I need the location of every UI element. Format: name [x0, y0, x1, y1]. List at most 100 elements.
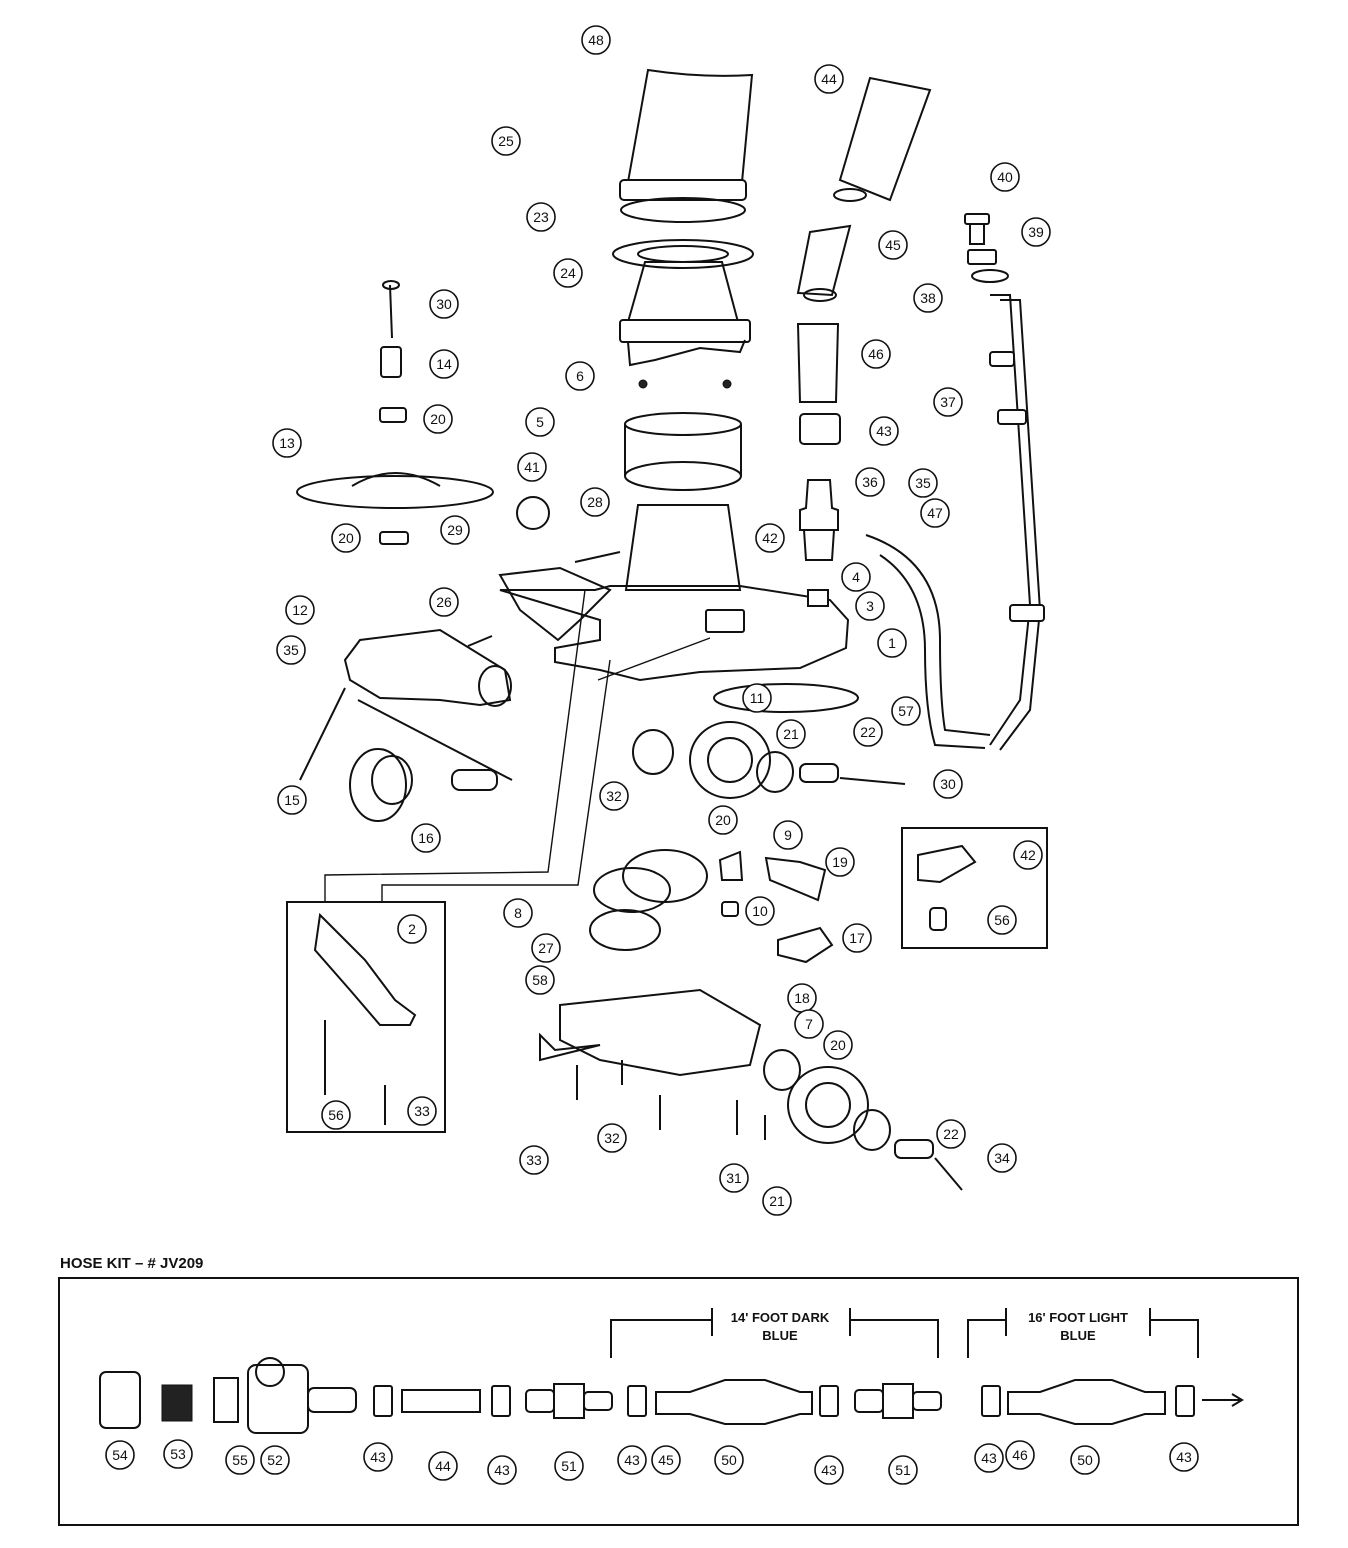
- callout-20: 20: [423, 404, 453, 434]
- bracket-dark-blue: 14' FOOT DARK BLUE: [610, 1308, 939, 1358]
- callout-number: 19: [832, 854, 848, 870]
- hose-kit-frame: [58, 1277, 1299, 1526]
- callout-number: 9: [784, 827, 792, 843]
- callout-number: 40: [997, 169, 1013, 185]
- kit-callout-43: 43: [363, 1442, 393, 1472]
- callout-number: 30: [436, 296, 452, 312]
- callout-number: 7: [805, 1016, 813, 1032]
- kit-callout-45: 45: [651, 1445, 681, 1475]
- kit-callout-number: 50: [1077, 1452, 1093, 1468]
- callout-35: 35: [276, 635, 306, 665]
- callout-9: 9: [773, 820, 803, 850]
- callout-29: 29: [440, 515, 470, 545]
- callout-35: 35: [908, 468, 938, 498]
- callout-14: 14: [429, 349, 459, 379]
- callout-13: 13: [272, 428, 302, 458]
- bracket-light-line2: BLUE: [1060, 1328, 1096, 1343]
- callout-22: 22: [853, 717, 883, 747]
- callout-number: 5: [536, 414, 544, 430]
- hose-kit-parts: [99, 1357, 1244, 1434]
- callout-number: 4: [852, 569, 860, 585]
- callout-number: 32: [606, 788, 622, 804]
- callout-24: 24: [553, 258, 583, 288]
- callout-number: 23: [533, 209, 549, 225]
- bracket-dark-line1: 14' FOOT DARK: [731, 1310, 830, 1325]
- callout-number: 3: [866, 598, 874, 614]
- callout-40: 40: [990, 162, 1020, 192]
- callout-number: 58: [532, 972, 548, 988]
- callout-45: 45: [878, 230, 908, 260]
- callout-number: 10: [752, 903, 768, 919]
- kit-callout-number: 46: [1012, 1447, 1028, 1463]
- kit-callout-43: 43: [1169, 1442, 1199, 1472]
- kit-callout-55: 55: [225, 1445, 255, 1475]
- kit-callout-50: 50: [1070, 1445, 1100, 1475]
- callout-21: 21: [776, 719, 806, 749]
- hose-kit-title: HOSE KIT – # JV209: [60, 1255, 203, 1272]
- callout-number: 29: [447, 522, 463, 538]
- callout-4: 4: [841, 562, 871, 592]
- callout-15: 15: [277, 785, 307, 815]
- callout-28: 28: [580, 487, 610, 517]
- kit-callout-number: 43: [370, 1449, 386, 1465]
- kit-callout-number: 44: [435, 1458, 451, 1474]
- kit-callout-number: 43: [981, 1450, 997, 1466]
- callout-number: 8: [514, 905, 522, 921]
- callout-number: 36: [862, 474, 878, 490]
- callout-number: 2: [408, 921, 416, 937]
- callout-number: 42: [1020, 847, 1036, 863]
- callout-number: 38: [920, 290, 936, 306]
- wheel-part: [349, 748, 407, 822]
- callout-17: 17: [842, 923, 872, 953]
- callout-number: 26: [436, 594, 452, 610]
- callout-number: 21: [783, 726, 799, 742]
- callout-33: 33: [519, 1145, 549, 1175]
- callout-number: 46: [868, 346, 884, 362]
- hose-cuff-part: [626, 68, 754, 183]
- kit-callout-number: 43: [624, 1452, 640, 1468]
- callout-38: 38: [913, 283, 943, 313]
- kit-callout-43: 43: [617, 1445, 647, 1475]
- callout-46: 46: [861, 339, 891, 369]
- callout-number: 27: [538, 940, 554, 956]
- callout-16: 16: [411, 823, 441, 853]
- callout-number: 18: [794, 990, 810, 1006]
- kit-callout-number: 52: [267, 1452, 283, 1468]
- cone-part: [626, 261, 740, 323]
- callout-number: 20: [430, 411, 446, 427]
- kit-callout-52: 52: [260, 1445, 290, 1475]
- callout-number: 30: [940, 776, 956, 792]
- callout-number: 28: [587, 494, 603, 510]
- callout-44: 44: [814, 64, 844, 94]
- callout-number: 24: [560, 265, 576, 281]
- callout-2: 2: [397, 914, 427, 944]
- callout-58: 58: [525, 965, 555, 995]
- main-housing-part: [624, 504, 742, 591]
- callout-number: 22: [860, 724, 876, 740]
- callout-43: 43: [869, 416, 899, 446]
- kit-callout-43: 43: [487, 1455, 517, 1485]
- callout-number: 17: [849, 930, 865, 946]
- kit-callout-50: 50: [714, 1445, 744, 1475]
- callout-20: 20: [823, 1030, 853, 1060]
- callout-number: 13: [279, 435, 295, 451]
- kit-callout-number: 43: [494, 1462, 510, 1478]
- callout-18: 18: [787, 983, 817, 1013]
- callout-number: 57: [898, 703, 914, 719]
- kit-callout-number: 50: [721, 1452, 737, 1468]
- callout-number: 56: [328, 1107, 344, 1123]
- kit-callout-53: 53: [163, 1439, 193, 1469]
- callout-number: 14: [436, 356, 452, 372]
- callout-number: 16: [418, 830, 434, 846]
- inset-box-left: [286, 901, 446, 1133]
- callout-31: 31: [719, 1163, 749, 1193]
- callout-number: 6: [576, 368, 584, 384]
- kit-callout-51: 51: [888, 1455, 918, 1485]
- callout-20: 20: [331, 523, 361, 553]
- callout-21: 21: [762, 1186, 792, 1216]
- kit-callout-number: 45: [658, 1452, 674, 1468]
- callout-number: 47: [927, 505, 943, 521]
- callout-7: 7: [794, 1009, 824, 1039]
- callout-number: 42: [762, 530, 778, 546]
